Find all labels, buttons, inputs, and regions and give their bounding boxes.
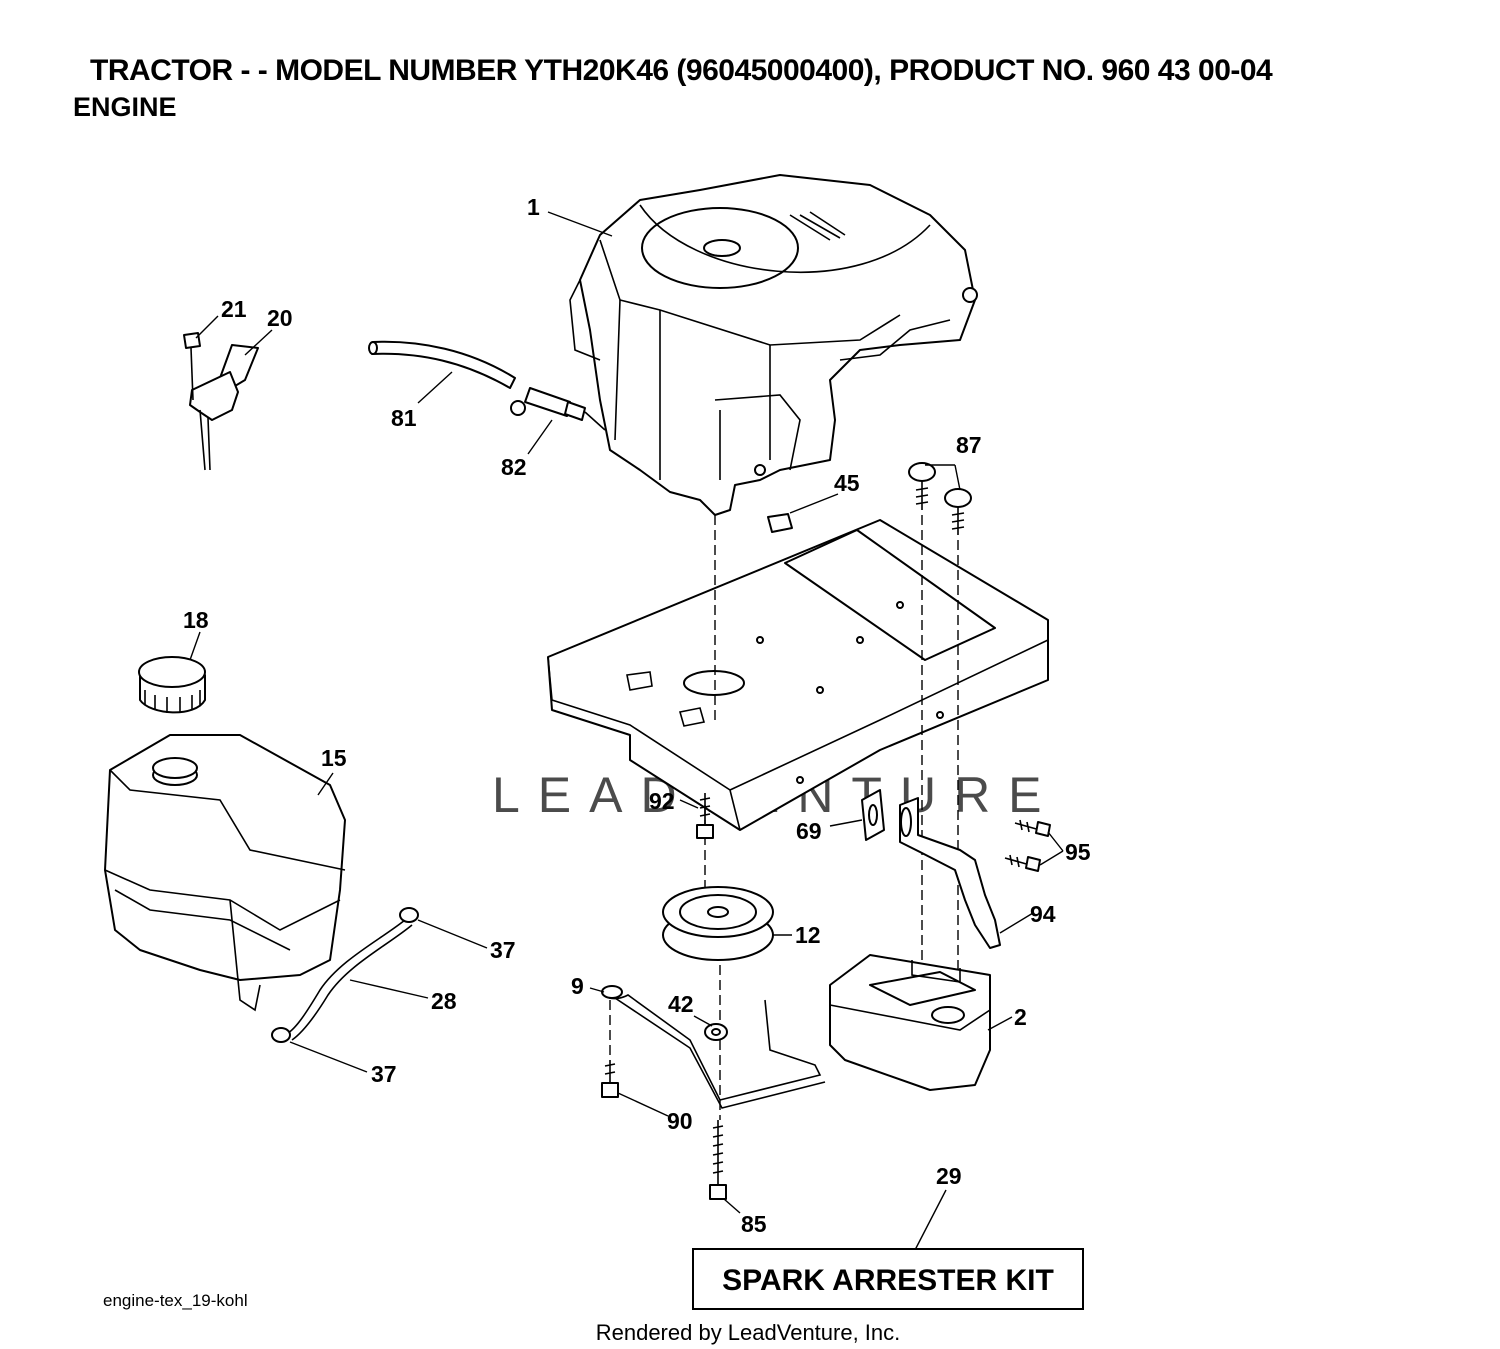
callout-18: 18 [183,607,209,633]
spark-arrester-kit-box: SPARK ARRESTER KIT [692,1248,1084,1310]
callout-42: 42 [668,991,694,1017]
nut-part [767,513,793,533]
bolt-85-part [709,1120,727,1200]
hose-clamp-part [271,907,419,1043]
callout-12: 12 [795,922,821,948]
callout-37-bottom: 37 [371,1061,397,1087]
diagram-code: engine-tex_19-kohl [103,1291,248,1310]
section-title: ENGINE [73,92,177,122]
footer-credit: Rendered by LeadVenture, Inc. [596,1320,901,1345]
callout-20: 20 [267,305,293,331]
fuel-cap-part [138,656,206,714]
bolt-92-part [696,793,714,839]
fitting-part [510,387,606,431]
callout-69: 69 [796,818,822,844]
callout-15: 15 [321,745,347,771]
screw-87-part [908,462,972,535]
rod-part [601,985,826,1109]
exhaust-pipe-part [899,797,1001,949]
callout-94: 94 [1030,901,1056,927]
pulley-part [662,886,774,961]
fuel-line-part [284,919,413,1041]
gasket-part [861,789,885,841]
callout-45: 45 [834,470,860,496]
hose-part [368,340,516,389]
callout-2: 2 [1014,1004,1027,1030]
throttle-bracket-part [183,332,259,471]
callout-85: 85 [741,1211,767,1237]
callout-28: 28 [431,988,457,1014]
callout-37-top: 37 [490,937,516,963]
callout-1: 1 [527,194,540,220]
muffler-part [829,954,991,1091]
callout-21: 21 [221,296,247,322]
callout-87: 87 [956,432,982,458]
callout-82: 82 [501,454,527,480]
callout-29: 29 [936,1163,962,1189]
kit-label: SPARK ARRESTER KIT [722,1264,1054,1297]
washer-part [704,1023,728,1041]
callout-81: 81 [391,405,417,431]
screw-95-part [1004,819,1051,872]
callout-95: 95 [1065,839,1091,865]
bolt-90-part [601,1060,619,1098]
callout-92: 92 [649,788,675,814]
diagram-title: TRACTOR - - MODEL NUMBER YTH20K46 (96045… [90,54,1273,87]
frame-part [547,519,1049,831]
callout-9: 9 [571,973,584,999]
fuel-tank-part [104,734,346,1012]
callout-90: 90 [667,1108,693,1134]
engine-part [569,174,978,516]
leader-lines [189,211,1064,1251]
